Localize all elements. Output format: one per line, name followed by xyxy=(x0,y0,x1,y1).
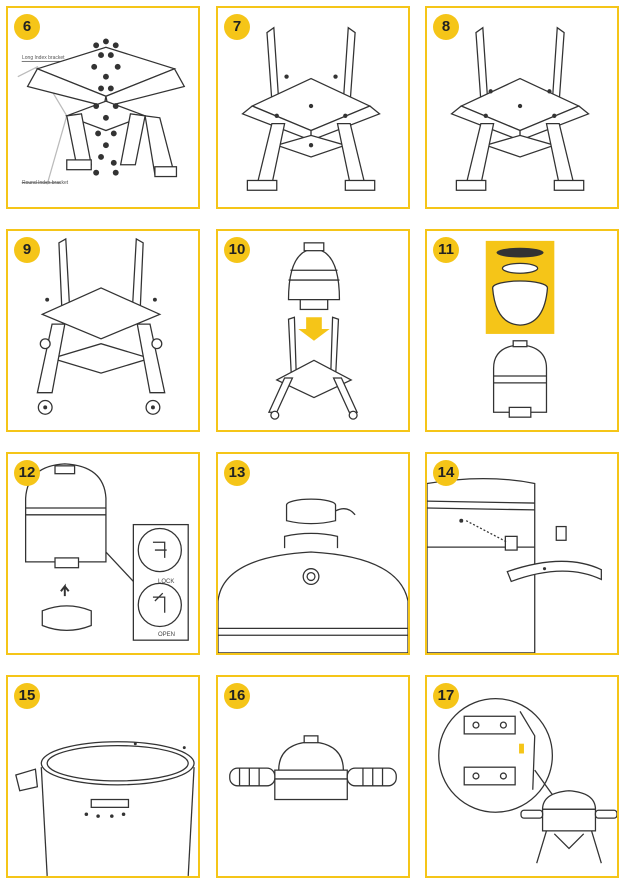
step-15-panel: 15 xyxy=(6,675,200,878)
step-number-badge: 8 xyxy=(433,14,459,40)
step-6-panel: 6 Long Index bracket Round Index bracket xyxy=(6,6,200,209)
step-number-badge: 12 xyxy=(14,460,40,486)
step-number-badge: 11 xyxy=(433,237,459,263)
step-number-badge: 14 xyxy=(433,460,459,486)
shelf-bracket-detail-drawing xyxy=(438,698,617,864)
step-number-badge: 16 xyxy=(224,683,250,709)
step-12-panel: 12 LOCK OPEN xyxy=(6,452,200,655)
fire-box-insert-drawing xyxy=(485,240,555,418)
step-number-badge: 15 xyxy=(14,683,40,709)
side-shelf-bracket-drawing xyxy=(15,741,195,876)
step-number-badge: 13 xyxy=(224,460,250,486)
step-number-badge: 9 xyxy=(14,237,40,263)
step-14-panel: 14 xyxy=(425,452,619,655)
stand-frame-with-bolts-drawing xyxy=(17,38,186,185)
open-label: OPEN xyxy=(158,632,176,638)
ash-door-lock-drawing xyxy=(24,463,189,641)
side-shelves-attached-drawing xyxy=(229,735,397,801)
step-number-badge: 10 xyxy=(224,237,250,263)
step-8-panel: 8 xyxy=(425,6,619,209)
step-number-badge: 7 xyxy=(224,14,250,40)
step-7-panel: 7 xyxy=(216,6,410,209)
stand-frame-tightened-drawing xyxy=(450,26,590,191)
kamado-onto-stand-drawing xyxy=(267,242,359,420)
lock-label: LOCK xyxy=(158,579,175,585)
step-11-panel: 11 xyxy=(425,229,619,432)
step-number-badge: 6 xyxy=(14,14,40,40)
round-index-bracket-label: Round Index bracket xyxy=(22,180,69,186)
side-handle-install-drawing xyxy=(427,477,602,653)
step-16-panel: 16 xyxy=(216,675,410,878)
stand-frame-with-legs-drawing xyxy=(241,26,381,191)
step-10-panel: 10 xyxy=(216,229,410,432)
step-number-badge: 17 xyxy=(433,683,459,709)
stand-with-casters-drawing xyxy=(36,237,166,415)
step-13-panel: 13 xyxy=(216,452,410,655)
step-9-panel: 9 xyxy=(6,229,200,432)
top-vent-install-drawing xyxy=(218,498,408,653)
long-index-bracket-label: Long Index bracket xyxy=(22,55,65,61)
step-17-panel: 17 xyxy=(425,675,619,878)
